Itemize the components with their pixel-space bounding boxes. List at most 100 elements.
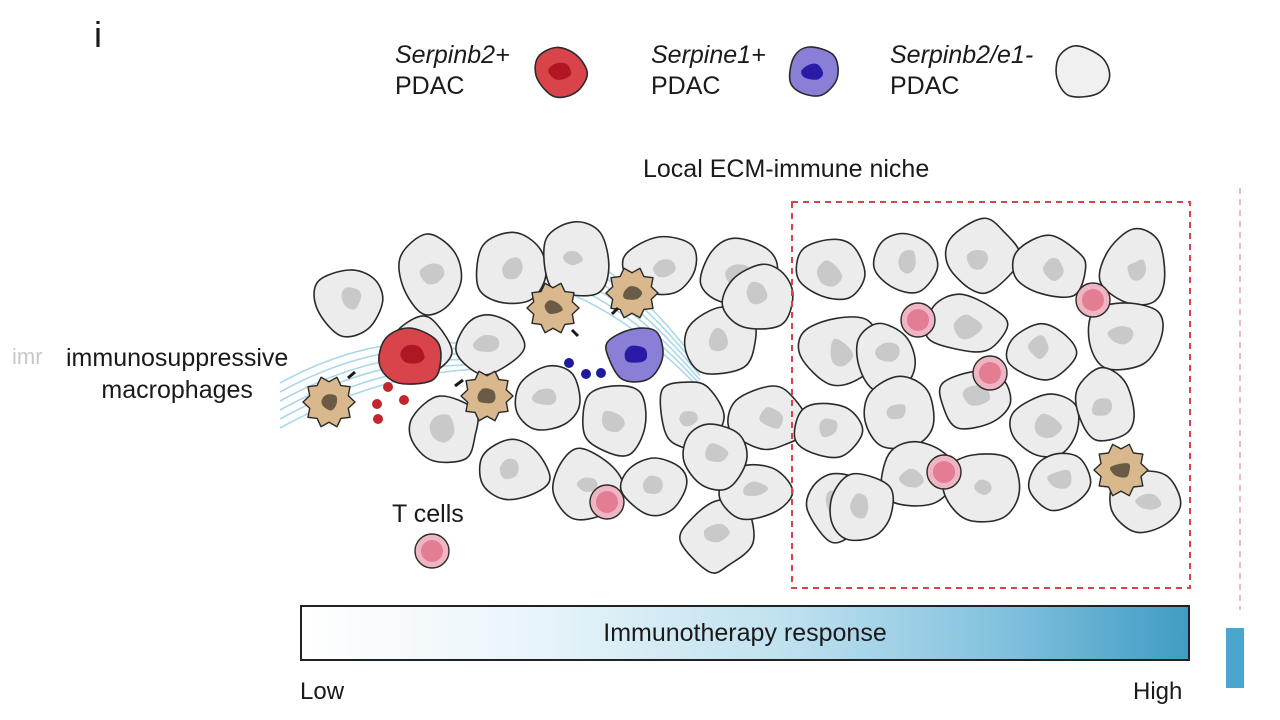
tumor-cell-nucleus	[819, 418, 838, 438]
tumor-cell-nucleus	[899, 468, 924, 488]
niche-label: Local ECM-immune niche	[643, 155, 930, 183]
tumor-cell-nucleus	[953, 314, 983, 340]
serpine1-cell-nucleus	[624, 345, 648, 363]
tumor-cell-nucleus	[898, 249, 916, 274]
serpine1-secreted-dot	[581, 369, 591, 379]
tumor-cell-nucleus	[531, 388, 557, 405]
tumor-cell-nucleus	[472, 335, 500, 352]
serpinb2-secreted-dot	[399, 395, 409, 405]
tumor-cell-nucleus	[850, 493, 869, 519]
tumor-cell-nucleus	[652, 259, 676, 278]
tcell	[1075, 282, 1111, 318]
tumor-cell-nucleus	[746, 281, 768, 305]
tcell	[972, 355, 1008, 391]
serpinb2-secreted-dot	[373, 414, 383, 424]
tumor-cell-nucleus	[1027, 335, 1049, 360]
macrophage	[526, 282, 580, 334]
tcell	[589, 484, 625, 520]
tumor-cell-nucleus	[499, 458, 519, 479]
legend-serpine1: Serpine1+ PDAC	[651, 40, 766, 102]
tumor-cell-nucleus	[1107, 326, 1134, 345]
tumor-cell-nucleus	[419, 263, 445, 285]
legend-serpine1-suffix: PDAC	[651, 72, 721, 100]
serpinb2-secreted-dot	[383, 382, 393, 392]
adjacent-bar-edge	[1226, 628, 1244, 688]
tcell-nucleus	[1082, 289, 1104, 311]
legend-serpinb2-icon	[534, 46, 589, 99]
ecm-fiber	[279, 363, 481, 420]
tumor-cell-nucleus	[759, 407, 784, 429]
macrophage	[460, 370, 514, 422]
tumor-cell-nucleus	[562, 251, 583, 266]
serpine1-cell	[605, 327, 664, 383]
tumor-cell-nucleus	[708, 328, 728, 352]
tumor-cell-nucleus	[1047, 469, 1072, 489]
macrophage-label: immunosuppressive macrophages	[66, 342, 288, 406]
tumor-cell-nucleus	[830, 338, 854, 367]
macrophage	[605, 267, 659, 319]
legend-negative: Serpinb2/e1- PDAC	[890, 40, 1033, 102]
serpine1-secreted-dot	[596, 368, 606, 378]
legend-serpinb2: Serpinb2+ PDAC	[395, 40, 510, 102]
tumor-cell-nucleus	[886, 404, 906, 420]
tumor-cell-nucleus	[502, 257, 523, 280]
panel-letter: i	[94, 14, 102, 55]
macrophage-label-line2: macrophages	[101, 376, 253, 404]
tcell	[900, 302, 936, 338]
tumor-cell-nucleus	[576, 477, 598, 492]
receptor-tick	[347, 370, 356, 380]
tumor-cell-nucleus	[601, 410, 625, 433]
macrophage	[1093, 443, 1149, 497]
legend-serpine1-icon	[788, 46, 839, 97]
tumor-cell-nucleus	[1135, 493, 1162, 510]
tcell-nucleus	[933, 461, 955, 483]
legend-negative-suffix: PDAC	[890, 72, 960, 100]
legend-negative-icon	[1055, 44, 1111, 98]
tumor-cell-nucleus	[816, 260, 843, 287]
ecm-fiber	[279, 358, 481, 411]
tumor-cell-nucleus	[966, 249, 989, 270]
macrophage-nucleus	[1109, 463, 1131, 478]
legend-serpine1-name: Serpine1+	[651, 41, 766, 69]
tumor-cell-nucleus	[1127, 259, 1147, 281]
niche-region	[791, 201, 1191, 589]
ecm-fiber	[279, 368, 481, 429]
tcell	[926, 454, 962, 490]
tumor-cell-nucleus	[743, 481, 769, 497]
tumor-cells	[313, 217, 1182, 574]
serpinb2-secreted-dot	[372, 399, 382, 409]
receptor-tick	[570, 328, 580, 338]
ecm-fiber	[279, 341, 481, 384]
tumor-cell-nucleus	[962, 385, 991, 406]
tcell	[414, 533, 450, 569]
legend-negative-name: Serpinb2/e1-	[890, 41, 1034, 69]
tcell-label: T cells	[392, 500, 464, 528]
tumor-cell-nucleus	[341, 287, 362, 310]
tcell-nucleus	[596, 491, 618, 513]
legend-negative-icon-body	[1055, 44, 1111, 98]
serpinb2-cell	[378, 327, 442, 385]
legend-serpine1-icon-nucleus	[801, 63, 824, 80]
gradient-low-label: Low	[300, 678, 345, 705]
tumor-cell-nucleus	[974, 479, 992, 496]
tumor-cell-nucleus	[705, 443, 729, 463]
gradient-bar-label: Immunotherapy response	[603, 619, 887, 647]
legend-serpinb2-icon-nucleus	[548, 62, 572, 80]
tcell-nucleus	[421, 540, 443, 562]
macrophage-nucleus	[321, 394, 338, 411]
tumor-cell-nucleus	[642, 475, 663, 494]
cropped-edge-text: imr	[12, 344, 43, 369]
tumor-cell-nucleus	[1092, 398, 1113, 416]
receptor-tick	[454, 378, 464, 388]
tcell-nucleus	[907, 309, 929, 331]
immunotherapy-gradient-bar: Immunotherapy response	[300, 605, 1190, 661]
tumor-cell-nucleus	[875, 342, 900, 362]
tcell-nucleus	[979, 362, 1001, 384]
gradient-high-label: High	[1133, 678, 1183, 705]
macrophage-nucleus	[477, 388, 496, 404]
tumor-cell-nucleus	[679, 411, 698, 427]
receptor-tick	[610, 306, 620, 316]
macrophage-label-line1: immunosuppressive	[66, 344, 289, 372]
serpinb2-cell-nucleus	[400, 344, 425, 364]
